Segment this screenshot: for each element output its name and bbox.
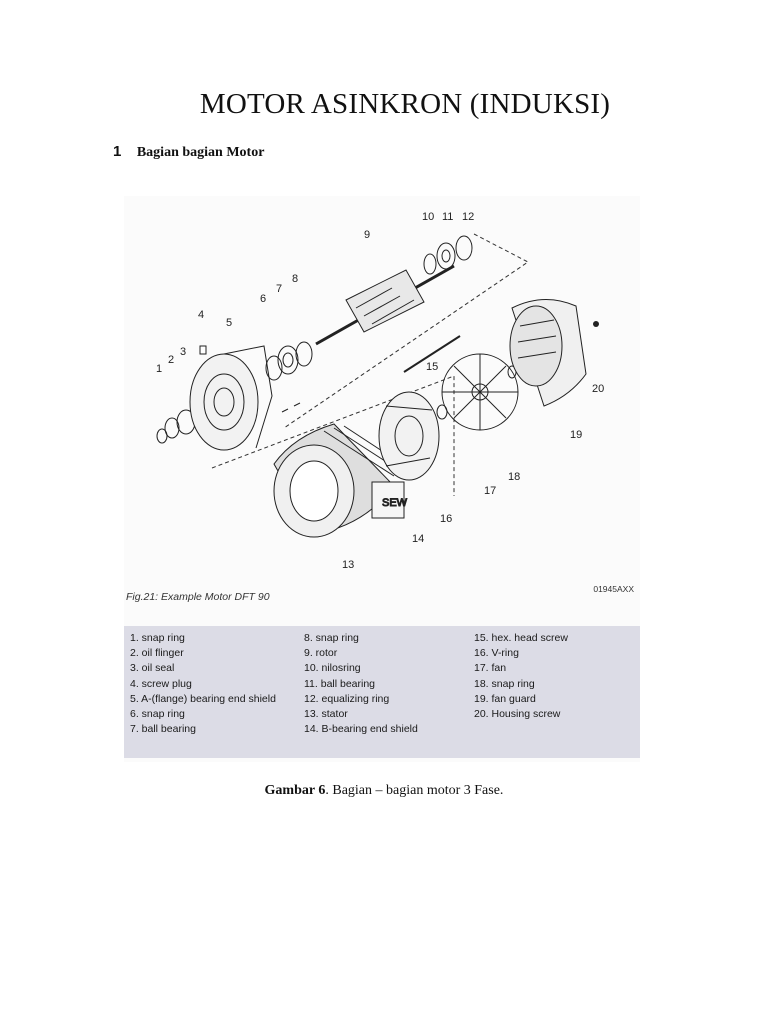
callout-18: 18 — [508, 471, 520, 483]
legend-item: 11. ball bearing — [304, 677, 376, 690]
legend-item: 7. ball bearing — [130, 723, 196, 736]
callout-15: 15 — [426, 361, 438, 373]
legend-item: 6. snap ring — [130, 707, 185, 720]
legend-item: 14. B-bearing end shield — [304, 723, 418, 736]
legend-item: 5. A-(flange) bearing end shield — [130, 692, 276, 705]
figure-caption: Fig.21: Example Motor DFT 90 — [126, 591, 270, 603]
legend-item: 9. rotor — [304, 647, 338, 660]
legend-item: 20. Housing screw — [474, 707, 561, 720]
callout-6: 6 — [260, 293, 266, 305]
b-bearing-end-shield — [378, 391, 440, 481]
callout-11: 11 — [442, 211, 453, 223]
callout-1: 1 — [156, 363, 162, 375]
svg-text:SEW: SEW — [382, 497, 408, 509]
legend-item: 2. oil flinger — [130, 647, 184, 660]
callout-10: 10 — [422, 211, 434, 223]
a-bearing-end-shield — [189, 345, 273, 451]
assembly-dashed-line — [211, 375, 455, 496]
caption-text: . Bagian – bagian motor 3 Fase. — [325, 783, 504, 798]
parts-legend: 1. snap ring 2. oil flinger 3. oil seal … — [124, 626, 640, 758]
hex-head-screw — [403, 335, 461, 373]
legend-item: 18. snap ring — [474, 677, 535, 690]
callout-16: 16 — [440, 513, 452, 525]
legend-column-2: 8. snap ring 9. rotor 10. nilosring 11. … — [304, 631, 418, 737]
legend-item: 13. stator — [304, 707, 348, 720]
caption-label: Gambar 6 — [264, 783, 326, 798]
callout-8: 8 — [292, 273, 298, 285]
bearing-set — [265, 341, 313, 413]
rear-bearing-set — [423, 235, 473, 275]
legend-column-1: 1. snap ring 2. oil flinger 3. oil seal … — [130, 631, 276, 737]
legend-item: 19. fan guard — [474, 692, 536, 705]
section-number: 1 — [113, 143, 122, 160]
callout-20: 20 — [592, 383, 604, 395]
legend-item: 10. nilosring — [304, 662, 361, 675]
legend-item: 8. snap ring — [304, 632, 359, 644]
legend-item: 12. equalizing ring — [304, 692, 390, 705]
legend-column-3: 15. hex. head screw 16. V-ring 17. fan 1… — [474, 631, 568, 722]
callout-17: 17 — [484, 485, 496, 497]
v-ring — [436, 404, 448, 420]
callout-7: 7 — [276, 283, 282, 295]
section-label: Bagian bagian Motor — [136, 145, 265, 160]
callout-3: 3 — [180, 346, 186, 358]
callout-13: 13 — [342, 559, 354, 571]
motor-figure: SEW 1 2 3 4 5 — [124, 196, 640, 762]
page-title: MOTOR ASINKRON (INDUKSI) — [199, 88, 611, 120]
fan — [441, 353, 519, 431]
legend-item: 16. V-ring — [474, 647, 519, 660]
callout-14: 14 — [412, 533, 424, 545]
legend-item: 17. fan — [474, 662, 507, 675]
exploded-motor-drawing: SEW 1 2 3 4 5 — [156, 211, 604, 571]
snap-ring-1 — [156, 409, 196, 444]
legend-item: 4. screw plug — [130, 677, 192, 690]
legend-item: 3. oil seal — [130, 662, 175, 675]
housing-screw — [593, 321, 599, 327]
legend-item: 15. hex. head screw — [474, 632, 568, 644]
figure-code: 01945AXX — [593, 584, 634, 594]
rotor — [315, 264, 455, 346]
legend-item: 1. snap ring — [130, 632, 185, 644]
section-heading: 1 Bagian bagian Motor — [113, 143, 264, 161]
callout-9: 9 — [364, 229, 370, 241]
callout-12: 12 — [462, 211, 474, 223]
callout-5: 5 — [226, 317, 232, 329]
callout-2: 2 — [168, 354, 174, 366]
callout-4: 4 — [198, 309, 204, 321]
callout-19: 19 — [570, 429, 582, 441]
fan-guard — [509, 298, 587, 407]
figure-caption-gambar: Gambar 6. Bagian – bagian motor 3 Fase. — [0, 783, 768, 799]
